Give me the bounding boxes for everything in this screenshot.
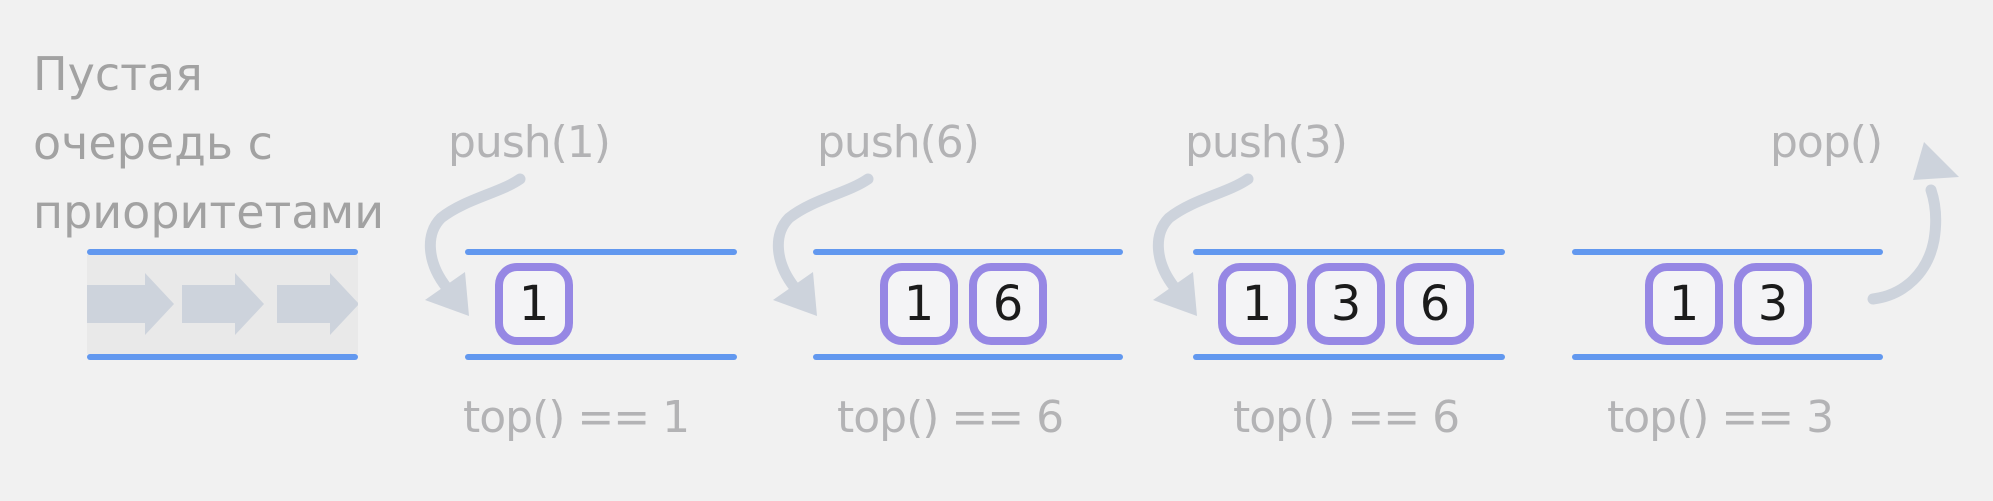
intro-title-line: приоритетами — [33, 185, 385, 239]
intro-title-line: Пустая — [33, 47, 203, 101]
pop-arrow-icon — [1867, 142, 1959, 305]
queue-item: 1 — [1218, 263, 1296, 345]
operation-label: push(1) — [448, 117, 611, 168]
queue-item: 3 — [1734, 263, 1812, 345]
flow-arrow-icon — [277, 273, 358, 335]
step-push-1: push(1) 1 top() == 1 — [424, 0, 737, 501]
item-value: 3 — [1330, 276, 1362, 332]
queue-top-line — [465, 249, 737, 255]
queue-item: 6 — [1396, 263, 1474, 345]
queue-bottom-line — [1193, 354, 1505, 360]
queue-bottom-line — [87, 354, 358, 360]
queue-top-line — [1193, 249, 1505, 255]
item-value: 1 — [903, 276, 935, 332]
top-caption: top() == 6 — [837, 392, 1064, 443]
flow-arrow-icon — [182, 273, 264, 335]
queue-item: 1 — [880, 263, 958, 345]
queue-flow-band — [87, 255, 358, 354]
flow-arrows-icon — [87, 273, 358, 335]
intro-section: Пустая очередь с приоритетами — [0, 0, 465, 501]
queue-item: 1 — [1645, 263, 1723, 345]
intro-title-line: очередь с — [33, 116, 273, 170]
item-value: 3 — [1757, 276, 1789, 332]
item-value: 1 — [1241, 276, 1273, 332]
queue-top-line — [1572, 249, 1883, 255]
item-value: 1 — [518, 276, 550, 332]
step-pop: pop() 1 3 top() == 3 — [1572, 0, 1959, 501]
queue-top-line — [87, 249, 358, 255]
operation-label: pop() — [1770, 117, 1883, 168]
queue-item: 1 — [495, 263, 573, 345]
top-caption: top() == 3 — [1607, 392, 1834, 443]
push-arrow-icon — [772, 173, 874, 316]
item-value: 6 — [992, 276, 1024, 332]
queue-top-line — [813, 249, 1123, 255]
push-arrow-icon — [1152, 173, 1254, 316]
item-value: 6 — [1419, 276, 1451, 332]
queue-item: 6 — [969, 263, 1047, 345]
queue-bottom-line — [1572, 354, 1883, 360]
queue-items: 1 6 — [880, 263, 1047, 345]
intro-title: Пустая очередь с приоритетами — [33, 40, 384, 247]
queue-item: 3 — [1307, 263, 1385, 345]
queue-items: 1 — [495, 263, 573, 345]
push-arrow-icon — [424, 173, 526, 316]
operation-label: push(6) — [817, 117, 980, 168]
flow-arrow-icon — [87, 273, 174, 335]
queue-items: 1 3 — [1645, 263, 1812, 345]
top-caption: top() == 1 — [463, 392, 690, 443]
step-push-3: push(3) 1 3 6 top() == 6 — [1152, 0, 1505, 501]
step-push-6: push(6) 1 6 top() == 6 — [772, 0, 1123, 501]
top-caption: top() == 6 — [1233, 392, 1460, 443]
operation-label: push(3) — [1185, 117, 1348, 168]
item-value: 1 — [1668, 276, 1700, 332]
queue-bottom-line — [813, 354, 1123, 360]
empty-queue — [87, 0, 358, 501]
queue-bottom-line — [465, 354, 737, 360]
queue-items: 1 3 6 — [1218, 263, 1474, 345]
